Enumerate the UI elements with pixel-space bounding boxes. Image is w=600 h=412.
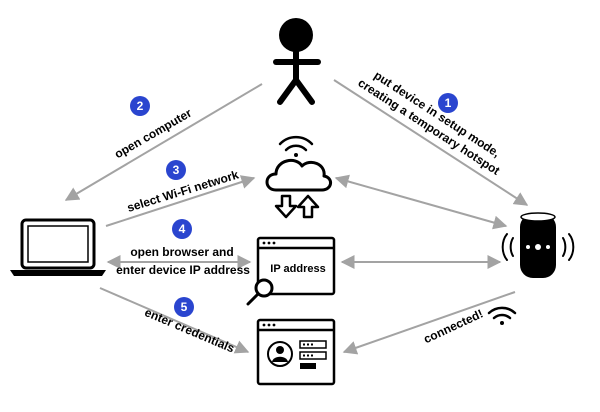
- wifi-icon: [278, 135, 314, 157]
- login-form-icon: [256, 318, 336, 386]
- arrow-speaker-to-form: [342, 291, 516, 355]
- step-label-4: open browser and enter device IP address: [116, 245, 250, 277]
- arrow-laptop-to-form: [99, 287, 250, 354]
- laptop-icon: [10, 218, 106, 276]
- step-badge-3: 3: [166, 160, 186, 180]
- svg-text:4: 4: [179, 222, 186, 236]
- step-1-line-2: creating a temporary hotspot: [355, 76, 502, 178]
- step-4-line-1: open browser and: [130, 245, 233, 259]
- connector-arrows: [64, 79, 529, 355]
- connected-label: connected!: [421, 307, 485, 347]
- step-4-line-2: enter device IP address: [116, 263, 250, 277]
- upload-download-icon: [274, 194, 320, 219]
- svg-text:1: 1: [445, 96, 452, 110]
- svg-text:3: 3: [173, 163, 180, 177]
- step-badge-5: 5: [174, 297, 194, 317]
- wifi-signal-icon: [487, 306, 517, 325]
- arrow-cloud-speaker: [334, 174, 508, 230]
- step-badge-4: 4: [172, 219, 192, 239]
- step-label-2: open computer: [112, 106, 194, 162]
- smart-speaker-icon: [501, 212, 575, 278]
- cloud-icon: [265, 158, 332, 192]
- step-label-1: put device in setup mode, creating a tem…: [355, 68, 502, 178]
- arrow-laptop-to-cloud: [105, 175, 256, 227]
- step-badge-1: 1: [438, 93, 458, 113]
- browser-window-icon: IP address: [256, 236, 336, 296]
- svg-text:2: 2: [137, 99, 144, 113]
- magnifier-icon: [246, 278, 274, 306]
- step-badge-2: 2: [130, 96, 150, 116]
- svg-text:5: 5: [181, 300, 188, 314]
- user-icon: [273, 18, 321, 105]
- arrow-person-to-laptop: [64, 83, 263, 201]
- browser-ip-text: IP address: [270, 263, 325, 275]
